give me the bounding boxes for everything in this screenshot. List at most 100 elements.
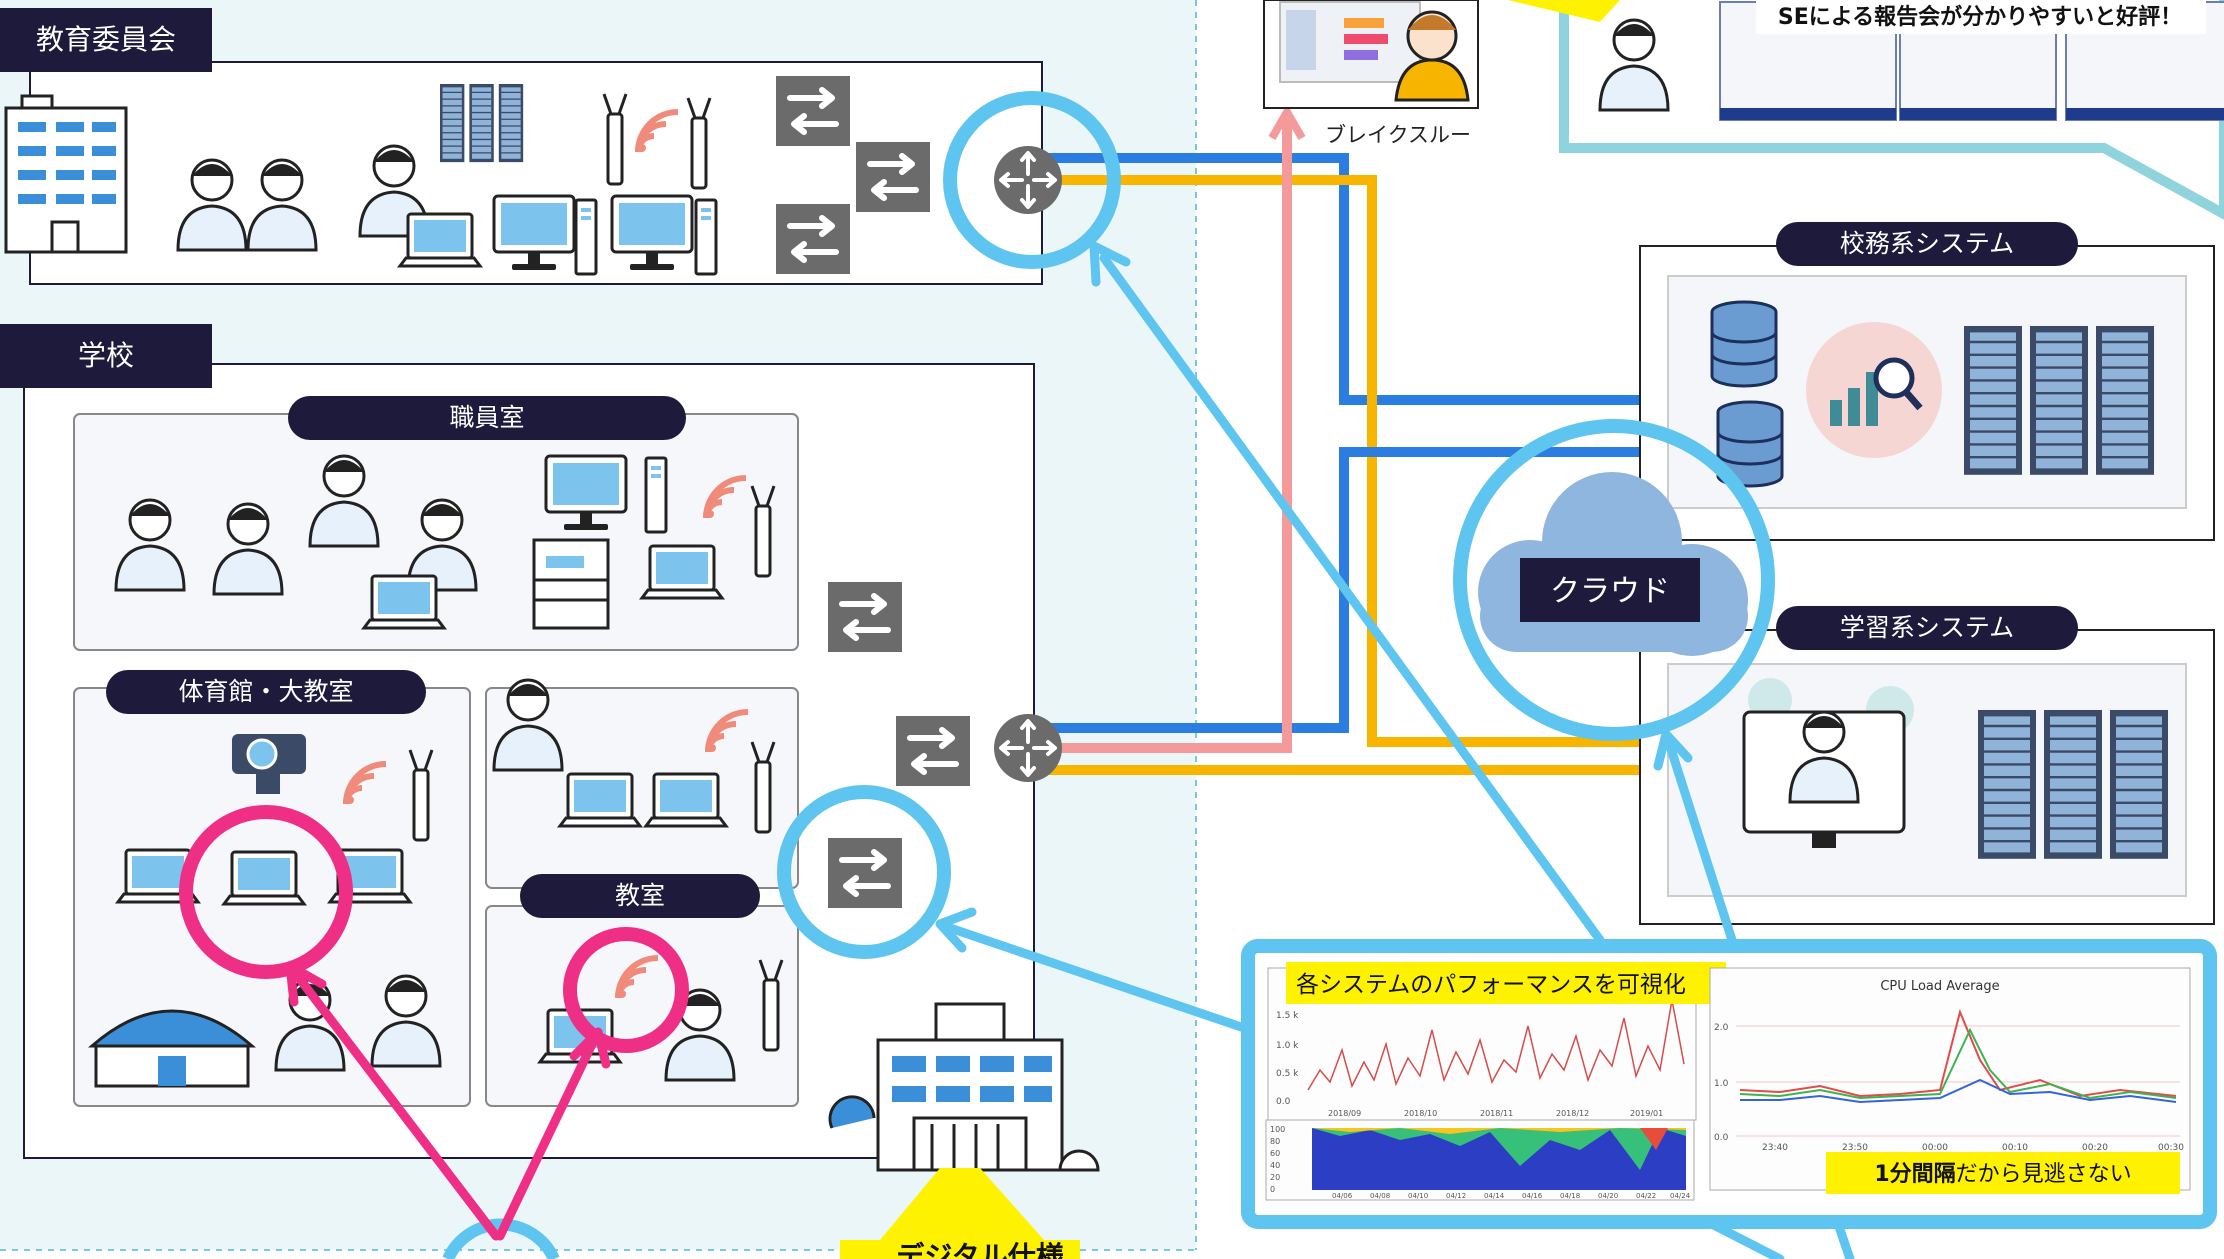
room-laptop-1-icon <box>558 772 642 828</box>
learning-system-tab <box>1776 606 2078 650</box>
cpu-x-2: 23:50 <box>1842 1143 1868 1153</box>
projector-icon <box>232 734 306 794</box>
school-affairs-label: 校務系システム <box>1840 229 2014 258</box>
cloud-label: クラウド <box>1550 574 1670 609</box>
cpu-title: CPU Load Average <box>1880 979 1999 994</box>
monitor-banner: 各システムのパフォーマンスを可視化 <box>1296 972 1686 998</box>
traffic-y-2: 1.0 k <box>1276 1041 1299 1051</box>
cpu-x-5: 00:20 <box>2082 1143 2108 1153</box>
gym-label: 体育館・大教室 <box>178 677 353 706</box>
board-switch-3-icon <box>776 204 850 274</box>
usage-chart: 100 80 60 40 20 0 04/06 04/08 04/10 04/1… <box>1265 1119 1695 1201</box>
cpu-line-red <box>1739 1008 2177 1098</box>
board-label: 教育委員会 <box>36 23 176 56</box>
board-router-highlight <box>943 91 1121 269</box>
usage-x-6: 04/16 <box>1522 1192 1543 1200</box>
school-switch-2-icon <box>828 838 902 908</box>
classroom-tab <box>520 874 760 918</box>
usage-x-4: 04/12 <box>1446 1192 1466 1200</box>
breakthrough-label: ブレイクスルー <box>1325 123 1471 147</box>
board-switch-2-icon <box>856 142 930 212</box>
school-switch-1-icon <box>896 716 970 786</box>
school-tab <box>0 324 212 388</box>
cpu-y-3: 0.0 <box>1714 1133 1729 1143</box>
usage-y-5: 20 <box>1270 1173 1280 1182</box>
digital-label: デジタル仕様 <box>896 1240 1064 1259</box>
online-lecture-icon <box>1742 678 1914 848</box>
gym-laptop-highlight <box>179 805 353 979</box>
programming-screen-icon <box>1279 1 1421 83</box>
child-icon <box>1394 10 1470 102</box>
usage-area-yellow <box>1312 1128 1686 1134</box>
cpu-line-blue <box>1740 1078 2177 1104</box>
school-label: 学校 <box>78 339 134 372</box>
monitor-banner-bg <box>1286 962 1726 1004</box>
cloud-highlight <box>1453 419 1775 741</box>
staff-laptop-2-icon <box>640 544 724 600</box>
usage-x-3: 04/10 <box>1408 1192 1428 1200</box>
usage-area-green <box>1312 1128 1686 1170</box>
usage-area-blue <box>1312 1128 1686 1190</box>
staff-room-label: 職員室 <box>449 403 524 432</box>
gym-building-icon <box>88 1009 256 1088</box>
interval-banner-bg <box>1826 1152 2180 1194</box>
gym-tab <box>106 670 426 714</box>
traffic-x-1: 2018/09 <box>1328 1109 1361 1118</box>
usage-x-2: 04/08 <box>1370 1192 1390 1200</box>
traffic-x-2: 2018/10 <box>1404 1109 1437 1118</box>
cloud-label-box <box>1520 558 1700 622</box>
building-icon <box>4 94 128 254</box>
cpu-x-1: 23:40 <box>1762 1143 1788 1153</box>
traffic-y-3: 0.5 k <box>1276 1069 1299 1079</box>
usage-x-5: 04/14 <box>1484 1192 1505 1200</box>
usage-y-6: 0 <box>1270 1185 1275 1194</box>
usage-area-red <box>1640 1128 1668 1150</box>
cpu-y-1: 2.0 <box>1714 1023 1729 1033</box>
traffic-line <box>1307 999 1685 1091</box>
digital-callout <box>880 1168 1044 1240</box>
usage-y-2: 80 <box>1270 1137 1280 1146</box>
traffic-x-4: 2018/12 <box>1556 1109 1589 1118</box>
database-1-icon <box>1710 300 1778 388</box>
magenta-arrows <box>285 961 611 1241</box>
learning-servers-icon <box>1976 708 2170 861</box>
school-switch-highlight <box>777 785 951 959</box>
school-building-icon <box>828 1002 1100 1172</box>
usage-x-1: 04/06 <box>1332 1192 1353 1200</box>
board-router-icon <box>992 144 1064 216</box>
board-tab <box>0 8 212 72</box>
usage-x-9: 04/22 <box>1636 1192 1656 1200</box>
learning-system-label: 学習系システム <box>1840 613 2014 642</box>
gym-laptop-2-icon <box>222 850 306 906</box>
usage-y-1: 100 <box>1270 1125 1285 1134</box>
report-praise-label: SEによる報告会が分かりやすいと好評！ <box>1778 4 2182 30</box>
interval-bold: 1分間隔 <box>1874 1162 1955 1187</box>
board-laptop-icon <box>398 212 482 268</box>
classroom-wifi-highlight <box>563 927 689 1053</box>
analytics-icon <box>1806 322 1942 458</box>
usage-x-10: 04/24 <box>1670 1192 1691 1200</box>
traffic-x-5: 2019/01 <box>1630 1109 1663 1118</box>
interval-banner: 1分間隔だから見逃さない <box>1874 1162 2131 1187</box>
classroom-label: 教室 <box>615 881 665 910</box>
cpu-x-3: 00:00 <box>1922 1143 1948 1153</box>
cpu-x-6: 00:30 <box>2158 1143 2184 1153</box>
usage-y-4: 40 <box>1270 1161 1280 1170</box>
staff-switch-icon <box>828 582 902 652</box>
interval-rest: だから見逃さない <box>1956 1162 2132 1187</box>
copier-icon <box>532 538 610 630</box>
board-tower-1-icon <box>574 198 598 276</box>
traffic-y-4: 0.0 <box>1276 1097 1291 1107</box>
board-servers-icon <box>439 83 524 163</box>
board-switch-1-icon <box>776 76 850 146</box>
room-laptop-2-icon <box>644 772 728 828</box>
affairs-servers-icon <box>1962 324 2156 477</box>
staff-tower-icon <box>644 456 668 534</box>
staff-laptop-1-icon <box>362 574 446 630</box>
traffic-x-3: 2018/11 <box>1480 1109 1513 1118</box>
traffic-y-1: 1.5 k <box>1276 1011 1299 1021</box>
cyan-arrows <box>935 241 1855 1259</box>
usage-x-8: 04/20 <box>1598 1192 1618 1200</box>
usage-y-3: 60 <box>1270 1149 1280 1158</box>
